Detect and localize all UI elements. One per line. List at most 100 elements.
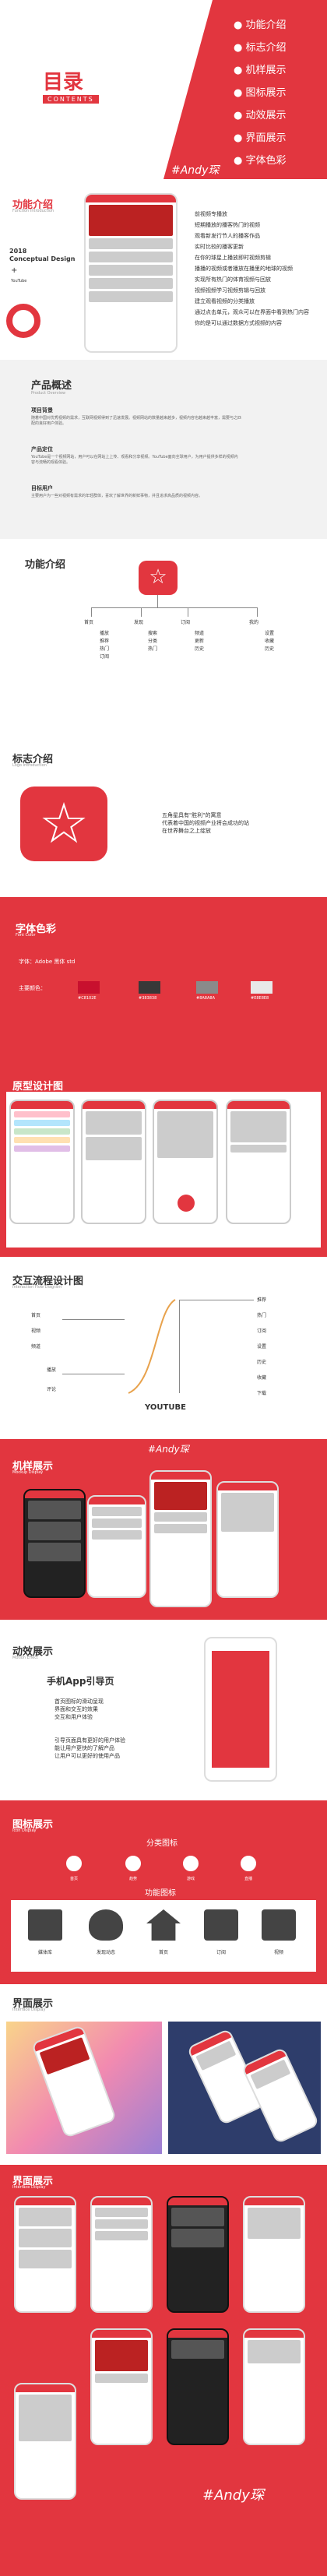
trending-icon[interactable] [123, 1853, 143, 1874]
video-thumb[interactable] [89, 205, 173, 236]
feature-item: 播播的视频或者播放在播里的地球的视频 [195, 266, 293, 272]
list-item[interactable] [14, 1137, 70, 1143]
flow-col-title: 首页 [84, 620, 94, 625]
interact-node: 收藏 [257, 1375, 267, 1381]
video-row[interactable] [89, 291, 173, 302]
ui2-section: 界面展示 Interface Display #Andy琛 [0, 2165, 327, 2576]
toc-list: ● 功能介绍 ● 标志介绍 ● 机样展示 ● 图标展示 ● 动效展示 ● 界面展… [234, 14, 287, 172]
toc-item[interactable]: ● 标志介绍 [234, 42, 287, 54]
list-item[interactable] [230, 1145, 287, 1153]
video-icon[interactable] [262, 1909, 296, 1941]
subscription-icon[interactable] [204, 1909, 238, 1941]
overview-title: 产品概述 [31, 380, 72, 392]
overview-section: 产品概述 Product Overview 项目背景 随着中国对优秀视频的需求，… [0, 360, 327, 539]
folder-icon[interactable] [28, 1909, 62, 1941]
list-item[interactable] [14, 1128, 70, 1135]
icon-label: 直播 [244, 1877, 253, 1881]
interact-node: 订阅 [257, 1328, 267, 1334]
logo-desc-line: 在世界舞台之上绽放 [162, 828, 211, 834]
motion-line: 界面和交互的效果 [54, 1706, 98, 1712]
list-item[interactable] [14, 1145, 70, 1152]
interact-title: 交互流程设计图 [12, 1276, 84, 1287]
game-icon[interactable] [181, 1853, 201, 1874]
motion-line: 让用户可以更好的使用产品 [54, 1753, 120, 1759]
flow-root-logo [139, 561, 178, 595]
star-icon: ☆ [38, 790, 90, 856]
list-item[interactable] [14, 1111, 70, 1117]
flow-node: 频道 [195, 631, 205, 636]
swatch-label: #383838 [139, 996, 157, 1001]
video-row[interactable] [89, 238, 173, 249]
icon-label: 视频 [273, 1950, 283, 1955]
flow-node: 设置 [265, 631, 275, 636]
icons-subtitle: Icon Display [12, 1828, 37, 1833]
intro-subtitle: Function Introduction [12, 209, 54, 213]
ui2-phone [243, 2196, 305, 2313]
interact-center-label: YOUTUBE [145, 1403, 186, 1412]
flow-node: 历史 [195, 646, 205, 652]
motion-section: 动效展示 Motion Effect 手机App引导页 首页图标的滑动呈现 界面… [0, 1620, 327, 1800]
video-row[interactable] [89, 265, 173, 276]
video-thumb[interactable] [86, 1111, 142, 1135]
ui2-phone [243, 2328, 305, 2445]
ui2-phone [167, 2328, 229, 2445]
star-icon: ☆ [149, 565, 167, 589]
record-button[interactable] [178, 1195, 195, 1212]
intro-year: 2018 [9, 248, 27, 255]
toc-item[interactable]: ● 界面展示 [234, 132, 287, 144]
proto-phone [9, 1100, 75, 1224]
overview-sec3-text: 主要用户为一些对视频有需求的年轻群体，喜欢了解世界的新鲜事物，并且追求高品质的视… [31, 494, 203, 498]
feature-item: 建立观看视频的分类播放 [195, 298, 255, 304]
list-item[interactable] [14, 1120, 70, 1126]
overview-sec2-text: YouTube是一个视频网站，用户可以在网站上上传、观看和分享视频。YouTub… [31, 455, 238, 465]
toc-item[interactable]: ● 字体色彩 [234, 155, 287, 167]
video-row[interactable] [89, 278, 173, 289]
logo-mark [20, 787, 107, 861]
color-swatch [251, 981, 272, 994]
mockup-subtitle: Mockup Display [12, 1470, 44, 1475]
fire-icon[interactable] [89, 1909, 123, 1941]
plus-icon: + [11, 266, 18, 275]
toc-item[interactable]: ● 机样展示 [234, 65, 287, 76]
ui2-subtitle: Interface Display [12, 2185, 46, 2190]
ui2-author: #Andy琛 [202, 2487, 264, 2504]
logo-desc: 五角星具有"胜利"的寓意 代表着中国的视频产业将会成功的站 在世界舞台之上绽放 [162, 811, 249, 835]
icon-label: 首页 [70, 1877, 79, 1881]
home-icon[interactable] [64, 1853, 84, 1874]
overview-sec1-title: 项目背景 [31, 407, 53, 413]
color-font-label: 字体：Adobe 黑体 std [19, 959, 76, 965]
dot-icon: ● [234, 87, 246, 99]
live-icon[interactable] [238, 1853, 258, 1874]
motion-heading: 手机App引导页 [47, 1676, 114, 1687]
interact-node: 播放 [47, 1367, 57, 1373]
ui1-title: 界面展示 [12, 1998, 54, 2010]
overview-sec3-title: 目标用户 [31, 485, 53, 491]
feature-item: 你的是可以通过数据方式视频的内容 [195, 320, 282, 326]
video-thumb[interactable] [157, 1111, 213, 1158]
overview-sec1-text: 随着中国对优秀视频的需求，互联网视频得到了迅速发展。视频网站的数量越来越多，视频… [31, 416, 242, 426]
flow-col-title: 订阅 [181, 620, 191, 625]
motion-line: 引导页面具有更好的用户体验 [54, 1737, 125, 1744]
toc-item[interactable]: ● 动效展示 [234, 110, 287, 121]
logo-desc-line: 五角星具有"胜利"的寓意 [162, 812, 222, 818]
flow-node: 热门 [148, 646, 158, 652]
logo-desc-line: 代表着中国的视频产业将会成功的站 [162, 820, 249, 826]
video-thumb[interactable] [230, 1111, 287, 1142]
motion-lines2: 引导页面具有更好的用户体验 能让用户更快的了解产品 让用户可以更好的使用产品 [54, 1737, 125, 1760]
feature-item: 在你的球星上播放即时视频剪辑 [195, 255, 271, 261]
swatch-label: #E8E8E8 [251, 996, 269, 1001]
intro-feature-list: 前视频专播放 短期播放的播客热门的视频 观看新发行节人的播客作品 实时比较的播客… [195, 209, 309, 329]
toc-item[interactable]: ● 图标展示 [234, 87, 287, 99]
toc-author: #Andy琛 [171, 164, 220, 177]
feature-item: 通过点击单元，观众可以在界面中看到热门内容 [195, 309, 309, 315]
feature-item: 实时比较的播客更新 [195, 244, 244, 250]
toc-item[interactable]: ● 功能介绍 [234, 19, 287, 31]
proto-phone [81, 1100, 146, 1224]
interact-node: 推荐 [257, 1297, 267, 1303]
mockup-phone [23, 1489, 86, 1598]
video-thumb[interactable] [86, 1137, 142, 1160]
splash-screen [212, 1651, 269, 1768]
proto-title: 原型设计图 [12, 1081, 64, 1093]
video-row[interactable] [89, 252, 173, 262]
flow-node: 订阅 [100, 654, 110, 660]
